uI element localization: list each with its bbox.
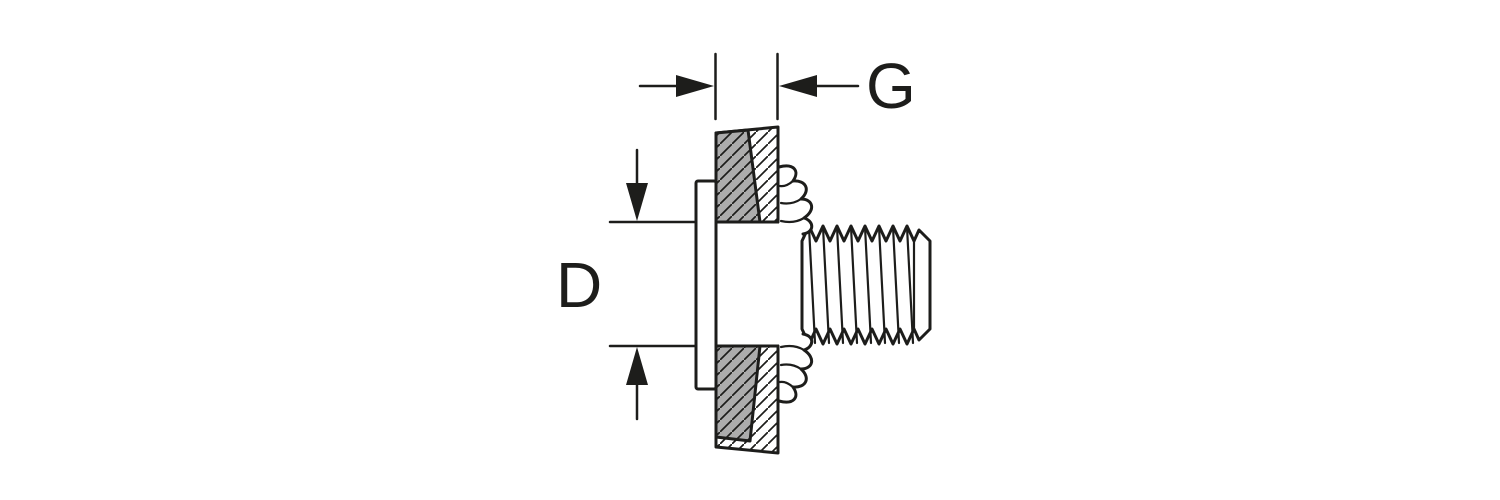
g-arrow-right-icon [676,75,714,97]
body-section-top [714,128,762,224]
bulge-bottom-ring-lines [778,344,806,389]
thread-flank [835,225,845,345]
body-section-bottom [714,344,762,443]
thread-flank [905,225,915,345]
threaded-shank [800,224,932,346]
thread-flank [891,225,901,345]
bulge-bottom [777,332,814,404]
g-arrow-left-icon [779,75,817,97]
thread-flank [849,225,859,345]
d-arrow-down-icon [626,183,648,221]
dimension-g: G [638,50,916,122]
bulge-top-ring-lines [778,179,806,224]
thread-flank [877,225,887,345]
d-dimension-label: D [556,249,602,321]
thread-flank [863,225,873,345]
bulge-top [777,164,814,236]
d-arrow-up-icon [626,347,648,385]
g-dimension-label: G [866,50,916,122]
dimension-d: D [556,148,648,421]
body-top-hatch [716,130,760,222]
body-bottom-hatch [716,346,760,441]
flange [694,179,718,391]
thread-flank [821,225,831,345]
thread-flank [807,225,817,345]
thread-flank-lines [807,225,915,345]
